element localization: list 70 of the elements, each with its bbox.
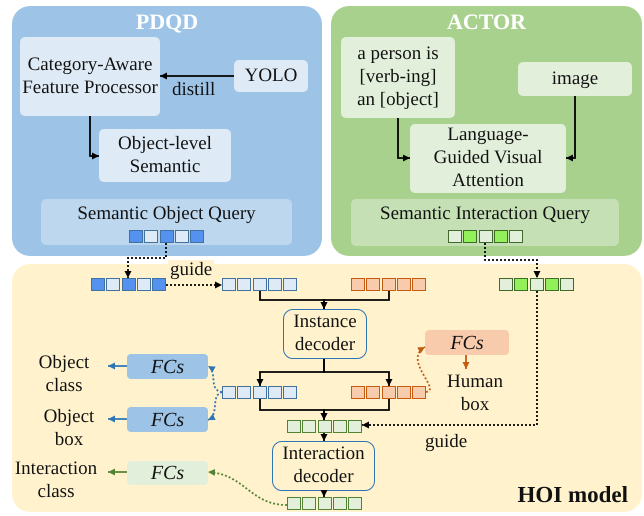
process-box	[351, 199, 619, 246]
arrow	[124, 243, 167, 278]
query-token-strip	[287, 420, 362, 433]
process-box	[341, 37, 455, 118]
arrow	[208, 469, 288, 506]
arrow	[397, 118, 410, 162]
output-label: Human box	[434, 369, 516, 419]
arrow	[462, 355, 470, 369]
fc-layer-box	[425, 330, 509, 355]
arrow	[207, 365, 222, 393]
panel-title: ACTOR	[446, 9, 526, 36]
process-box	[234, 60, 308, 92]
arrow	[320, 291, 390, 309]
fc-label: FCs	[150, 408, 184, 432]
process-box	[99, 129, 231, 182]
arrow	[320, 399, 390, 420]
arrow	[320, 490, 328, 497]
arrow	[89, 116, 99, 160]
panel-title: HOI model	[517, 481, 628, 509]
arrow	[160, 72, 234, 80]
box-label: image	[552, 68, 598, 90]
decoder-block	[272, 441, 375, 491]
arrow	[323, 359, 392, 386]
query-token-strip	[91, 278, 166, 291]
module-panel	[12, 6, 322, 256]
output-label: Object box	[30, 404, 108, 454]
arrow	[108, 362, 127, 370]
output-label: Interaction class	[4, 457, 108, 505]
query-token-strip	[222, 386, 297, 399]
fc-layer-box	[127, 461, 208, 485]
box-label: a person is [verb-ing] an [object]	[356, 43, 440, 112]
process-box	[518, 62, 632, 96]
arrow	[320, 433, 328, 441]
process-box	[20, 37, 160, 116]
arrow	[416, 346, 431, 393]
box-label: Semantic Interaction Query	[380, 203, 590, 226]
fc-label: FCs	[150, 461, 184, 485]
edge-label: guide	[168, 260, 214, 281]
query-token-strip	[351, 278, 426, 291]
box-label: Instance decoder	[292, 311, 358, 357]
arrow	[166, 282, 222, 288]
process-box	[41, 199, 292, 245]
arrow	[108, 468, 127, 476]
arrow	[484, 243, 540, 278]
edge-label: guide	[423, 432, 470, 453]
query-token-strip	[448, 230, 523, 243]
fc-label: FCs	[150, 354, 184, 378]
box-label: YOLO	[244, 64, 298, 88]
arrow	[208, 391, 222, 421]
query-token-strip	[129, 230, 204, 243]
arrow	[566, 96, 576, 162]
query-token-strip	[499, 278, 574, 291]
box-label: Language-Guided Visual Attention	[432, 124, 544, 193]
decoder-block	[283, 309, 367, 359]
output-label: Object class	[20, 350, 108, 400]
arrow	[362, 291, 538, 428]
query-token-strip	[222, 278, 297, 291]
box-label: Interaction decoder	[281, 443, 366, 489]
fc-label: FCs	[450, 330, 484, 354]
module-panel	[331, 6, 642, 256]
panel-title: PDQD	[136, 9, 198, 36]
arrow	[108, 416, 127, 422]
box-label: Object-level Semantic	[117, 132, 213, 178]
query-token-strip	[351, 386, 426, 399]
process-box	[410, 124, 566, 193]
fc-layer-box	[127, 354, 208, 379]
query-token-strip	[287, 497, 362, 510]
fc-layer-box	[127, 407, 208, 432]
box-label: Category-Aware Feature Processor	[21, 54, 159, 100]
box-label: Semantic Object Query	[77, 203, 256, 226]
